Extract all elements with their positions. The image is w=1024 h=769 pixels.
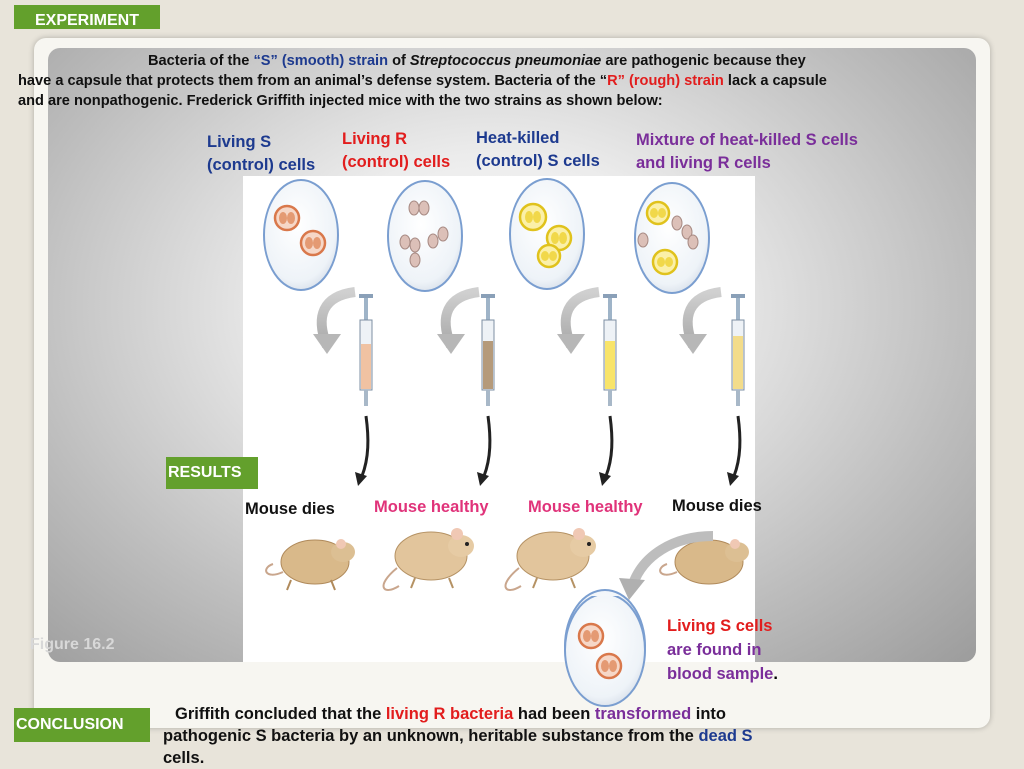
conclusion-line-1: Griffith concluded that the living R bac… <box>163 703 883 725</box>
result-living-r: Mouse healthy <box>374 498 489 516</box>
dish-living-r <box>387 180 463 292</box>
syringe-heat-killed <box>603 294 617 406</box>
result-living-s: Mouse dies <box>245 500 335 518</box>
intro-paragraph: Bacteria of the “S” (smooth) strain of S… <box>18 51 1008 111</box>
column-label-line: (control) cells <box>207 156 316 174</box>
intro-text: of <box>388 53 410 69</box>
conclusion-text: into <box>691 705 727 723</box>
dish-living-s <box>263 179 339 291</box>
conclusion-line-2: pathogenic S bacteria by an unknown, her… <box>163 725 883 747</box>
dead-s-term: dead S <box>698 727 753 745</box>
conclusion-tag: CONCLUSION <box>14 708 150 742</box>
column-label-line: and living R cells <box>636 154 771 172</box>
intro-text: lack a capsule <box>723 73 827 89</box>
figure-caption: Figure 16.2 <box>30 636 115 653</box>
syringe-living-r <box>481 294 495 406</box>
finding-line-3-text: blood sample <box>667 665 774 683</box>
column-label-line: (control) cells <box>342 153 451 171</box>
column-label-heat-killed: Heat-killed (control) S cells <box>476 127 600 173</box>
s-strain-term: “S” (smooth) strain <box>253 53 389 69</box>
experiment-tag: EXPERIMENT <box>14 5 160 29</box>
r-strain-term: ” (rough) strain <box>617 73 724 89</box>
mouse-dead-2 <box>659 539 749 585</box>
blood-sample-finding: Living S cells are found in blood sample… <box>667 614 778 686</box>
intro-text: have a capsule that protects them from a… <box>18 73 608 89</box>
intro-text: are pathogenic because they <box>601 53 806 69</box>
dish-mixture <box>634 182 710 294</box>
living-r-term: living R bacteria <box>385 705 514 723</box>
column-label-line: Heat-killed <box>476 129 560 147</box>
r-strain-letter: R <box>607 73 618 89</box>
column-label-mixture: Mixture of heat-killed S cells and livin… <box>636 129 858 175</box>
finding-line-2: are found in <box>667 641 762 659</box>
figure-illustration <box>243 176 755 662</box>
column-label-line: Living R <box>342 130 408 148</box>
species-name: Streptococcus pneumoniae <box>409 53 602 69</box>
intro-line-3: and are nonpathogenic. Frederick Griffit… <box>18 93 663 109</box>
mouse-healthy-1 <box>382 528 474 591</box>
finding-line-1: Living S cells <box>667 617 773 635</box>
results-tag: RESULTS <box>166 457 258 489</box>
finding-period: . <box>773 665 778 683</box>
intro-text: Bacteria of the <box>148 53 254 69</box>
conclusion-text: pathogenic S bacteria by an unknown, her… <box>163 727 699 745</box>
experiment-diagram <box>263 178 749 662</box>
syringe-mixture <box>731 294 745 406</box>
column-label-line: Mixture of heat-killed S cells <box>636 131 858 149</box>
column-label-line: (control) S cells <box>476 152 600 170</box>
mouse-dead-1 <box>265 539 355 591</box>
mouse-healthy-2 <box>504 528 596 591</box>
intro-line-1: Bacteria of the “S” (smooth) strain of S… <box>18 51 1008 71</box>
blood-sample-dish-lower <box>564 596 646 707</box>
transformed-term: transformed <box>594 705 692 723</box>
column-label-line: Living S <box>207 133 272 151</box>
dish-heat-killed <box>509 178 585 290</box>
conclusion-line-3: cells. <box>163 749 205 767</box>
finding-line-3: blood sample. <box>667 662 778 686</box>
conclusion-paragraph: Griffith concluded that the living R bac… <box>163 703 883 769</box>
syringe-living-s <box>359 294 373 406</box>
result-mixture: Mouse dies <box>672 497 762 515</box>
conclusion-text: had been <box>513 705 595 723</box>
conclusion-text: Griffith concluded that the <box>175 705 386 723</box>
column-label-living-r: Living R (control) cells <box>342 128 450 174</box>
result-heat-killed: Mouse healthy <box>528 498 643 516</box>
column-label-living-s: Living S (control) cells <box>207 131 315 177</box>
intro-line-2: have a capsule that protects them from a… <box>18 71 1008 91</box>
